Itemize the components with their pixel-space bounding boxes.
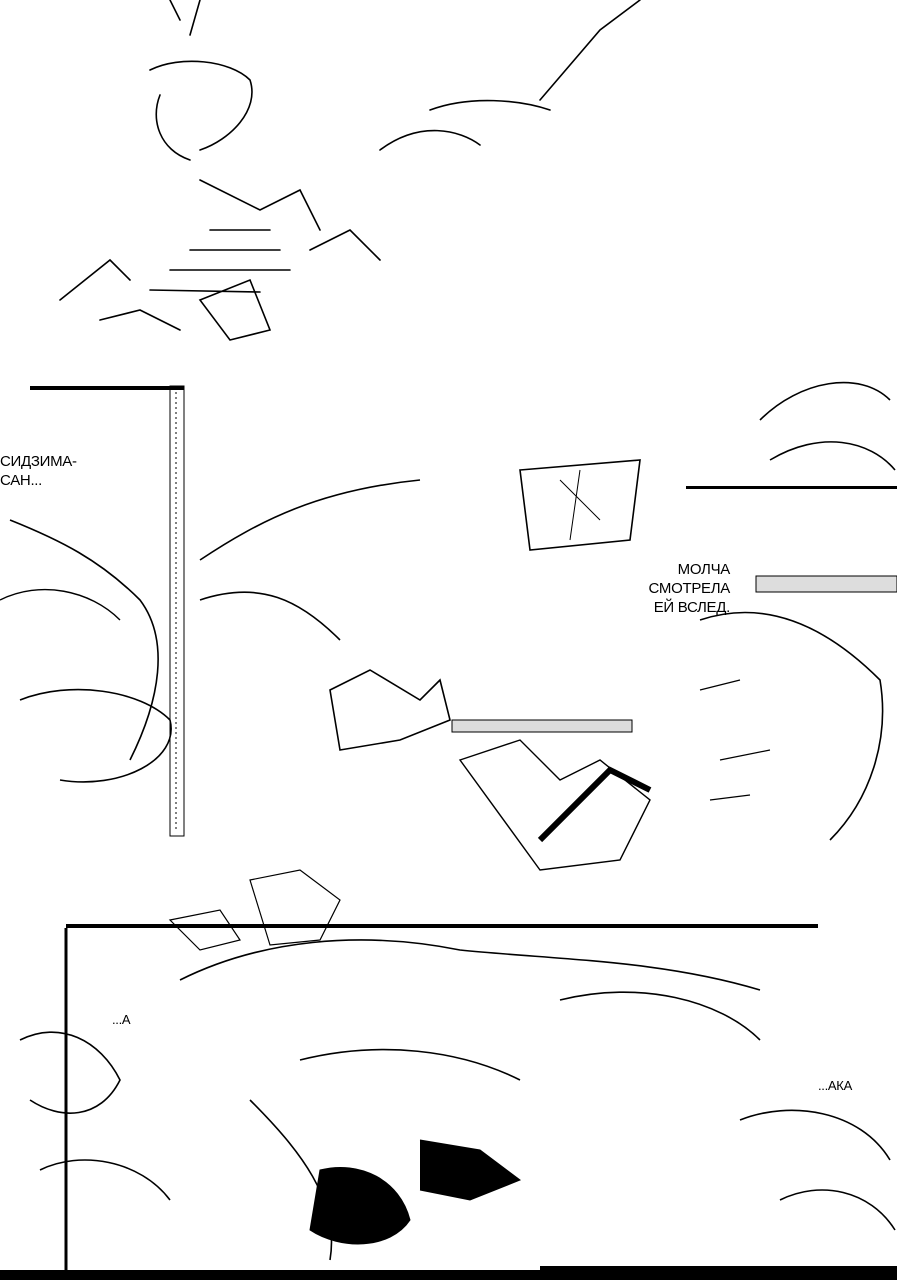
bottom-border-right <box>540 1266 897 1280</box>
left-panel <box>0 385 185 837</box>
caption-shidzima: СИДЗИМА- САН... <box>0 453 77 489</box>
caption-fragment-left: ...А <box>112 1012 131 1027</box>
caption-watched-silently: МОЛЧА СМОТРЕЛА ЕЙ ВСЛЕД. <box>648 561 731 616</box>
bottom-border-left <box>0 1270 540 1280</box>
right-panel <box>451 381 897 871</box>
center-art <box>199 459 641 751</box>
bottom-panel <box>19 869 896 1270</box>
caption-fragment-right: ...АКА <box>818 1078 852 1093</box>
top-panel-art <box>59 0 641 341</box>
